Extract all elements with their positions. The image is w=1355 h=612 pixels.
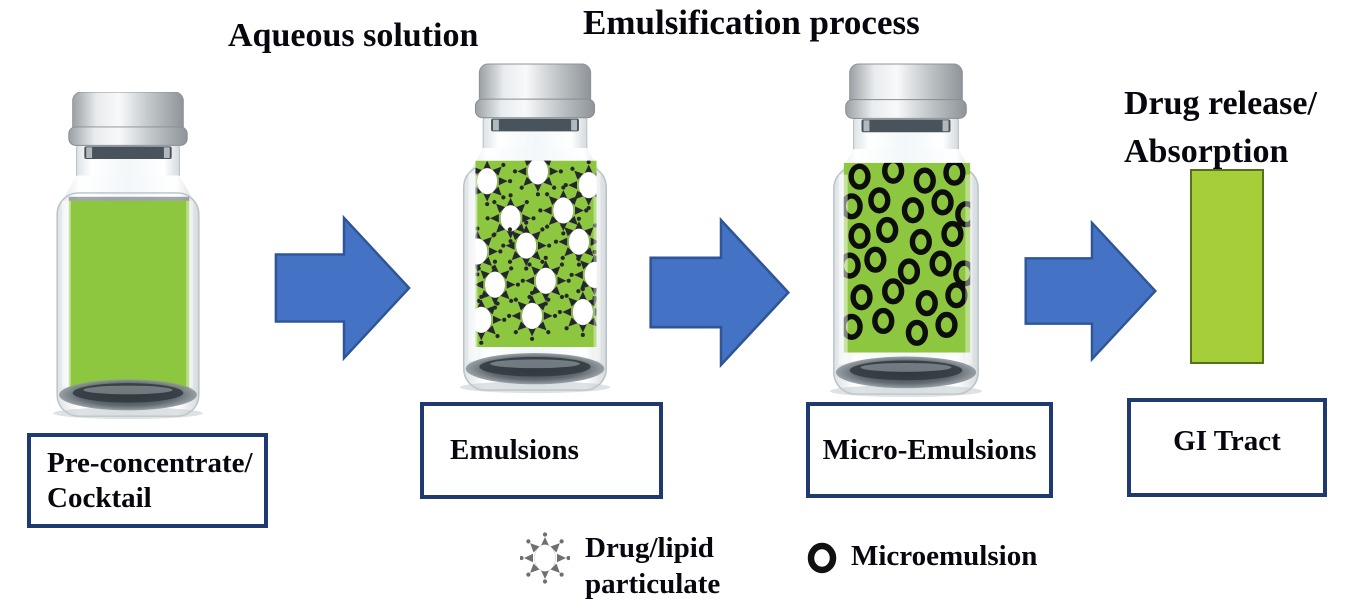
stage-label-box-pre-concentrate: Pre-concentrate/ Cocktail <box>27 433 268 528</box>
flow-arrow-icon <box>1024 221 1157 361</box>
legend-label-line2: particulate <box>585 568 721 600</box>
drug-lipid-particulate-icon <box>520 532 570 584</box>
gi-tract-bar <box>1190 169 1264 364</box>
flow-arrow-icon <box>649 218 790 367</box>
aqueous-solution-heading: Aqueous solution <box>228 17 479 54</box>
microemulsion-icon <box>807 542 837 574</box>
legend-label-microemulsion: Microemulsion <box>851 540 1038 572</box>
legend-label-line1: Drug/lipid <box>585 532 714 564</box>
legend-label-drug-lipid: Drug/lipid particulate <box>585 530 720 602</box>
stage-label-box-micro-emulsions: Micro-Emulsions <box>806 402 1053 498</box>
emulsification-process-heading: Emulsification process <box>583 3 920 42</box>
pre-concentrate-vial-image <box>52 92 204 420</box>
stage-label: GI Tract <box>1173 425 1281 457</box>
drug-release-line1: Drug release/ <box>1124 85 1317 122</box>
stage-label: Emulsions <box>450 434 579 466</box>
micro-emulsions-vial-image <box>829 63 983 398</box>
stage-label-box-gi-tract: GI Tract <box>1127 398 1327 497</box>
emulsions-vial-image <box>459 63 611 394</box>
stage-label-line1: Pre-concentrate/ <box>47 447 253 479</box>
drug-release-line2: Absorption <box>1124 133 1289 170</box>
flow-arrow-icon <box>274 216 411 360</box>
stage-label: Micro-Emulsions <box>822 433 1037 466</box>
drug-release-absorption-heading: Drug release/ Absorption <box>1124 80 1317 176</box>
stage-label-box-emulsions: Emulsions <box>420 402 663 499</box>
stage-label-line2: Cocktail <box>47 482 152 514</box>
